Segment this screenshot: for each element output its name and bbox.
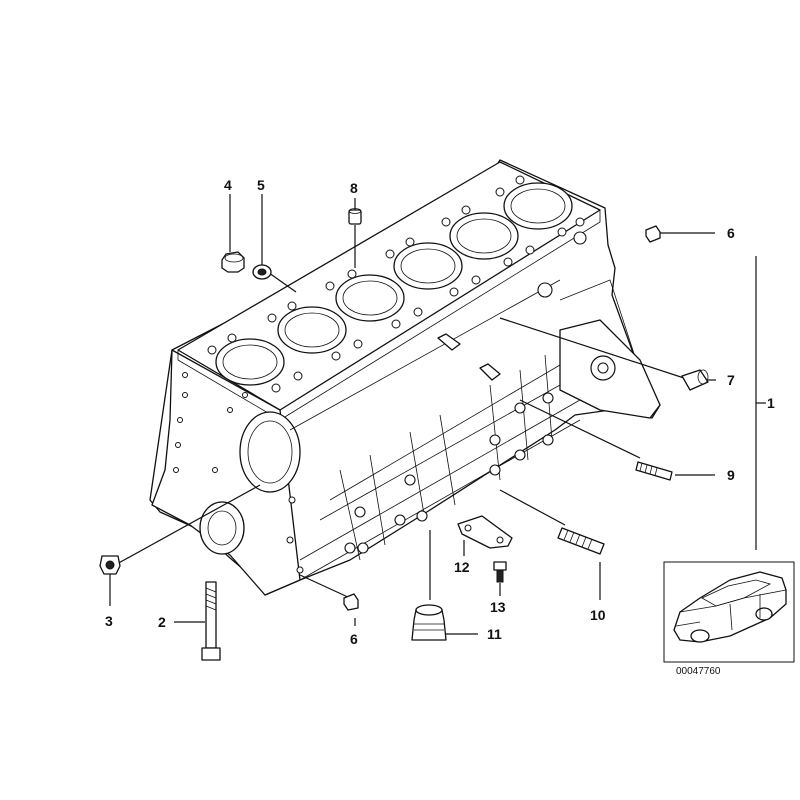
callout-10: 10 [590,607,606,623]
callout-labels: 1 2 3 4 5 6 6 7 8 9 10 11 12 13 [105,177,775,647]
screw-plug-part [221,251,245,273]
callout-11: 11 [487,626,502,642]
sealing-ring-part [252,264,272,280]
callout-3: 3 [105,613,113,629]
callout-4: 4 [224,177,232,193]
dowel-bottom-part [343,593,359,611]
stud-part [635,461,673,481]
callout-12: 12 [454,559,470,575]
thumbnail-number: 00047760 [676,666,721,677]
dowel-sleeve-part [348,208,362,225]
callout-7: 7 [727,372,735,388]
plate-part [457,515,513,549]
car-icon [673,571,787,643]
callout-2: 2 [158,614,166,630]
callout-8: 8 [350,180,358,196]
callout-5: 5 [257,177,265,193]
vehicle-thumbnail: 00047760 [663,561,795,677]
drain-plug-part [411,604,447,641]
leader-lines [109,194,766,635]
dowel-top-part [645,225,661,243]
callout-13: 13 [490,599,506,615]
deck-holes [207,175,585,393]
bolt-part [201,581,221,661]
engine-block [149,159,661,596]
screw-part [493,561,507,583]
screw-plug-small-part [99,555,121,575]
stud-bolt-part [557,527,605,555]
callout-6-bottom: 6 [350,631,358,647]
callout-1: 1 [767,395,775,411]
callout-9: 9 [727,467,735,483]
bushing-part [681,369,709,391]
cylinder-bores [215,182,573,386]
callout-6-top: 6 [727,225,735,241]
